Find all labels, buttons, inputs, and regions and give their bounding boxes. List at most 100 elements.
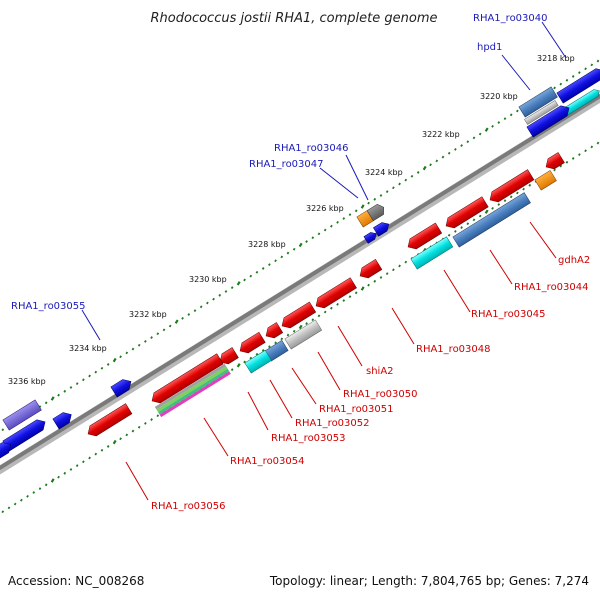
label-ro03047[interactable]: RHA1_ro03047 [249, 159, 324, 170]
label-ro03045[interactable]: RHA1_ro03045 [471, 309, 546, 320]
tick-mark [385, 272, 389, 276]
scale-label: 3234 kbp [69, 344, 107, 353]
tick-mark [503, 117, 507, 121]
tick-mark [509, 113, 513, 117]
tick-mark [484, 127, 489, 132]
tick-mark [280, 255, 284, 259]
gene-ro03056-rev[interactable] [85, 403, 133, 439]
tick-mark [348, 213, 352, 217]
label-ro03056[interactable]: RHA1_ro03056 [151, 501, 226, 512]
gene-ro03052-rev[interactable] [237, 331, 266, 356]
label-ro03044[interactable]: RHA1_ro03044 [514, 282, 589, 293]
gene-blue-small-fwd[interactable] [373, 220, 391, 237]
gene-hpd1-fwd[interactable] [518, 86, 558, 118]
tick-mark [447, 151, 451, 155]
gene-red-shiA2-rev[interactable] [313, 277, 357, 311]
label-ro03040[interactable]: RHA1_ro03040 [473, 13, 548, 24]
scale-label: 3236 kbp [8, 377, 46, 386]
gene-ro03055-fwd[interactable] [110, 376, 134, 398]
gene-orange-rev[interactable] [534, 170, 557, 191]
tick-mark [571, 75, 575, 78]
gene-ro03053-rev[interactable] [244, 349, 272, 374]
label-ro03048[interactable]: RHA1_ro03048 [416, 344, 491, 355]
leader-line [443, 269, 471, 313]
gene-ro03046-fwd[interactable] [356, 202, 387, 228]
tick-mark [596, 59, 600, 63]
tick-mark [516, 109, 519, 113]
gene-gdhA2-rev[interactable] [487, 169, 535, 205]
tick-mark [330, 306, 333, 310]
gene-red-ro03054-rev[interactable] [149, 353, 224, 406]
gene-red-top-rev[interactable] [543, 152, 565, 172]
tick-mark [125, 351, 129, 355]
tick-mark [280, 337, 284, 341]
gene-violet-fwd[interactable] [2, 399, 42, 431]
gene-ro03040-fwd[interactable] [556, 65, 600, 104]
tick-mark [354, 209, 358, 213]
tick-mark [69, 468, 73, 471]
tick-mark [578, 71, 581, 74]
label-hpd1[interactable]: hpd1 [477, 42, 502, 53]
leader-line [81, 309, 101, 341]
gene-shiA2-rev[interactable] [279, 301, 317, 331]
tick-mark [218, 293, 222, 297]
label-ro03050[interactable]: RHA1_ro03050 [343, 389, 418, 400]
tick-mark [268, 345, 271, 348]
tick-mark [323, 228, 327, 232]
tick-mark [57, 475, 60, 479]
tick-mark [156, 414, 160, 418]
scale-label: 3230 kbp [189, 275, 227, 284]
label-gdhA2[interactable]: gdhA2 [558, 255, 590, 266]
tick-mark [392, 268, 395, 272]
label-ro03055[interactable]: RHA1_ro03055 [11, 301, 86, 312]
tick-mark [199, 305, 203, 309]
gene-ro03047-fwd[interactable] [363, 230, 378, 244]
tick-mark [392, 186, 395, 190]
tick-mark [125, 433, 129, 437]
gene-ro03050-rev[interactable] [284, 319, 323, 350]
gene-ro03045-rev[interactable] [410, 236, 454, 270]
gene-silver-fwd[interactable] [524, 100, 559, 125]
tick-mark [119, 355, 122, 359]
leader-line [345, 154, 369, 201]
label-ro03052[interactable]: RHA1_ro03052 [295, 418, 370, 429]
gene-red-small-rev[interactable] [217, 347, 239, 367]
tick-mark [243, 360, 246, 364]
tick-mark [379, 276, 383, 279]
label-ro03051[interactable]: RHA1_ro03051 [319, 404, 394, 415]
tick-mark [478, 132, 482, 136]
tick-mark [336, 302, 339, 306]
gene-red-ro03045-rev[interactable] [405, 222, 443, 252]
gene-ro03051-rev[interactable] [263, 322, 284, 341]
scale-label: 3220 kbp [480, 92, 518, 101]
gene-red-mid-rev[interactable] [443, 196, 489, 231]
tick-mark [522, 187, 525, 191]
tick-mark [292, 247, 296, 251]
label-ro03054[interactable]: RHA1_ro03054 [230, 456, 305, 467]
tick-mark [255, 352, 259, 356]
tick-mark [565, 160, 569, 164]
gene-ro03054-rev[interactable] [154, 363, 231, 418]
gene-blue-small2-fwd[interactable] [52, 409, 75, 430]
label-ro03046[interactable]: RHA1_ro03046 [274, 143, 349, 154]
label-ro03053[interactable]: RHA1_ro03053 [271, 433, 346, 444]
tick-mark [528, 183, 532, 187]
tick-mark [224, 290, 228, 293]
gene-ro03044-rev[interactable] [452, 192, 531, 248]
tick-mark [497, 203, 501, 206]
tick-mark [243, 278, 246, 282]
label-shiA2[interactable]: shiA2 [366, 366, 394, 377]
tick-mark [298, 242, 303, 248]
tick-mark [590, 145, 594, 149]
scale-label: 3226 kbp [306, 204, 344, 213]
tick-mark [32, 491, 36, 494]
genome-summary-text: Topology: linear; Length: 7,804,765 bp; … [269, 574, 589, 588]
gene-blue-fwd[interactable] [526, 103, 572, 138]
scale-label: 3218 kbp [537, 54, 575, 63]
tick-mark [416, 171, 420, 174]
tick-mark [230, 368, 234, 372]
tick-mark [472, 136, 476, 140]
leader-line [541, 21, 567, 59]
gene-blue-left2-fwd[interactable] [0, 439, 14, 462]
gene-ro03048-rev[interactable] [357, 258, 383, 281]
